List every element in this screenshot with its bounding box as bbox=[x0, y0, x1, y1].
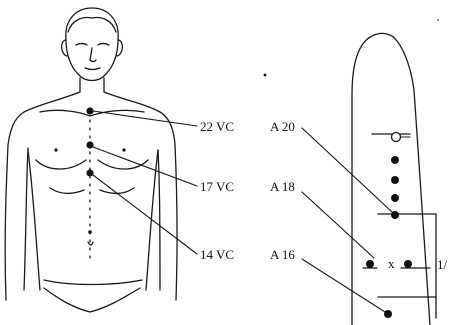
right-eye bbox=[98, 44, 109, 46]
hair-line bbox=[68, 18, 116, 32]
rib-line-left bbox=[50, 188, 84, 194]
label-a20: A 20 bbox=[270, 119, 295, 134]
torso-left-side bbox=[28, 150, 40, 290]
label-22vc: 22 VC bbox=[200, 119, 234, 134]
cropped-label: 1/ bbox=[437, 257, 448, 272]
body-leader-lines bbox=[93, 111, 197, 254]
finger-outline bbox=[352, 33, 430, 325]
label-14vc: 14 VC bbox=[200, 247, 234, 262]
briefs bbox=[44, 288, 140, 312]
label-17vc: 17 VC bbox=[200, 179, 234, 194]
scan-speck bbox=[264, 74, 267, 77]
left-eye bbox=[76, 44, 87, 46]
right-nipple bbox=[122, 148, 125, 151]
point-a18-right-marker bbox=[404, 260, 412, 268]
lower-midline-dot bbox=[88, 230, 92, 234]
waistband bbox=[44, 280, 142, 285]
point-a18-left-marker bbox=[366, 260, 374, 268]
nose bbox=[90, 48, 96, 62]
scan-speck bbox=[437, 19, 439, 21]
finger-dot-3 bbox=[391, 194, 399, 202]
right-arm bbox=[158, 145, 177, 300]
left-nipple bbox=[54, 148, 57, 151]
leader-a20 bbox=[302, 128, 392, 212]
point-14vc-marker bbox=[86, 169, 93, 176]
finger-leader-lines bbox=[302, 128, 392, 312]
leader-14vc bbox=[93, 175, 197, 254]
shoulders bbox=[8, 92, 175, 145]
label-a16: A 16 bbox=[270, 247, 295, 262]
finger-dot-2 bbox=[391, 176, 399, 184]
leader-22vc bbox=[93, 111, 197, 126]
point-17vc-marker bbox=[86, 141, 93, 148]
human-figure bbox=[5, 8, 177, 312]
finger-dot-1 bbox=[391, 156, 399, 164]
navel bbox=[88, 242, 93, 245]
left-pectoral bbox=[36, 160, 86, 169]
label-a18: A 18 bbox=[270, 179, 295, 194]
finger-open-point bbox=[392, 133, 401, 142]
mouth bbox=[85, 68, 100, 70]
finger-cross-mark: x bbox=[388, 256, 395, 271]
point-a16-marker bbox=[384, 310, 392, 318]
leader-a18 bbox=[302, 192, 374, 258]
left-arm bbox=[5, 145, 28, 300]
